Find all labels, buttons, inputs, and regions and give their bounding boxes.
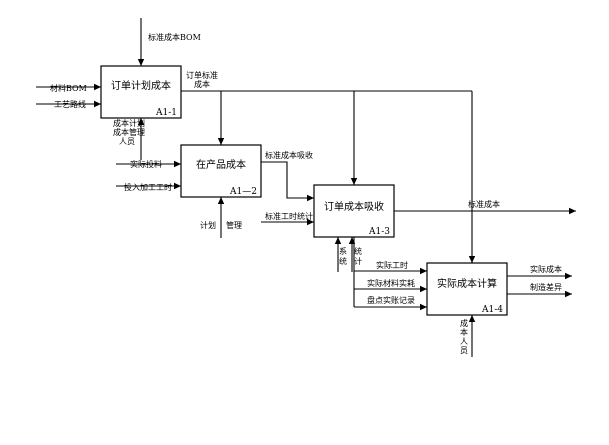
label-plan: 计划 bbox=[200, 220, 216, 230]
label-sys-1: 系 bbox=[339, 246, 347, 256]
label-std-hour-stat: 标准工时统计 bbox=[265, 211, 313, 221]
arrow-std-cost-out: 标准成本 bbox=[394, 199, 576, 215]
label-std-bom: 标准成本BOM bbox=[148, 32, 201, 42]
label-process-route: 工艺路线 bbox=[54, 99, 86, 109]
arrow-cost-staff: 成 本 人 员 bbox=[460, 315, 476, 357]
label-actual-cost-out: 实际成本 bbox=[530, 264, 562, 274]
label-actual-feed: 实际投料 bbox=[130, 159, 162, 169]
label-stat-2: 计 bbox=[354, 256, 362, 266]
activity-box-a1-4[interactable]: 实际成本计算 A1-4 bbox=[426, 262, 508, 316]
label-manage: 管理 bbox=[226, 220, 242, 230]
arrow-cost-plan-staff: 成本计划 成本管理 人员 bbox=[113, 118, 145, 160]
box-a1-2-title: 在产品成本 bbox=[196, 158, 246, 171]
label-inventory-record: 盘点实账记录 bbox=[367, 295, 415, 305]
arrow-actual-material: 实际材料实耗 bbox=[354, 278, 427, 293]
label-cost-staff-3: 人 bbox=[460, 337, 468, 346]
activity-box-a1-1[interactable]: 订单计划成本 A1-1 bbox=[100, 65, 182, 119]
box-a1-1-code: A1-1 bbox=[155, 108, 177, 118]
label-input-hours: 投入加工工时 bbox=[124, 182, 172, 192]
label-actual-hours: 实际工时 bbox=[376, 260, 408, 270]
arrow-system-stat: 系 统 统 计 bbox=[334, 237, 362, 272]
arrow-std-bom: 标准成本BOM bbox=[137, 18, 201, 66]
label-cost-staff-2: 本 bbox=[460, 327, 468, 337]
arrow-plan-manage: 计划 管理 bbox=[200, 197, 242, 238]
label-stat-1: 统 bbox=[354, 246, 362, 256]
arrow-input-hours: 投入加工工时 bbox=[116, 182, 181, 192]
box-a1-1-title: 订单计划成本 bbox=[111, 79, 171, 92]
label-material-bom: 材料BOM bbox=[50, 83, 87, 93]
label-sys-2: 统 bbox=[339, 256, 347, 266]
label-mgr-2: 成本管理 bbox=[113, 127, 145, 137]
box-a1-4-code: A1-4 bbox=[481, 305, 503, 315]
label-order-std-cost-1: 订单标准 bbox=[186, 70, 218, 80]
arrow-std-hour-stat: 标准工时统计 bbox=[261, 211, 314, 226]
label-mgr-1: 成本计划 bbox=[113, 118, 145, 128]
arrow-process-route: 工艺路线 bbox=[36, 99, 101, 109]
label-cost-staff-4: 员 bbox=[460, 346, 468, 355]
arrow-mfg-variance: 制造差异 bbox=[507, 282, 572, 298]
arrow-material-bom: 材料BOM bbox=[36, 83, 101, 93]
arrow-std-cost-absorb: 标准成本吸收 bbox=[261, 150, 314, 202]
activity-box-a1-2[interactable]: 在产品成本 A1—2 bbox=[180, 144, 262, 198]
label-mgr-3: 人员 bbox=[119, 137, 135, 146]
arrow-actual-hours: 实际工时 bbox=[353, 237, 427, 307]
arrow-actual-feed: 实际投料 bbox=[116, 159, 181, 169]
box-a1-2-code: A1—2 bbox=[229, 187, 257, 197]
activity-box-a1-3[interactable]: 订单成本吸收 A1-3 bbox=[313, 184, 395, 238]
label-std-cost-out: 标准成本 bbox=[468, 199, 500, 209]
box-a1-4-title: 实际成本计算 bbox=[437, 277, 497, 290]
box-a1-3-title: 订单成本吸收 bbox=[324, 200, 384, 213]
label-mfg-variance: 制造差异 bbox=[530, 282, 562, 292]
label-std-absorb: 标准成本吸收 bbox=[265, 150, 313, 160]
label-actual-material: 实际材料实耗 bbox=[367, 278, 415, 288]
arrow-actual-cost-out: 实际成本 bbox=[507, 264, 572, 280]
arrow-inventory-record: 盘点实账记录 bbox=[354, 295, 427, 311]
box-a1-3-code: A1-3 bbox=[368, 227, 390, 237]
label-order-std-cost-2: 成本 bbox=[194, 79, 210, 89]
label-cost-staff-1: 成 bbox=[460, 318, 468, 328]
arrow-order-std-cost: 订单标准 成本 bbox=[181, 70, 476, 263]
